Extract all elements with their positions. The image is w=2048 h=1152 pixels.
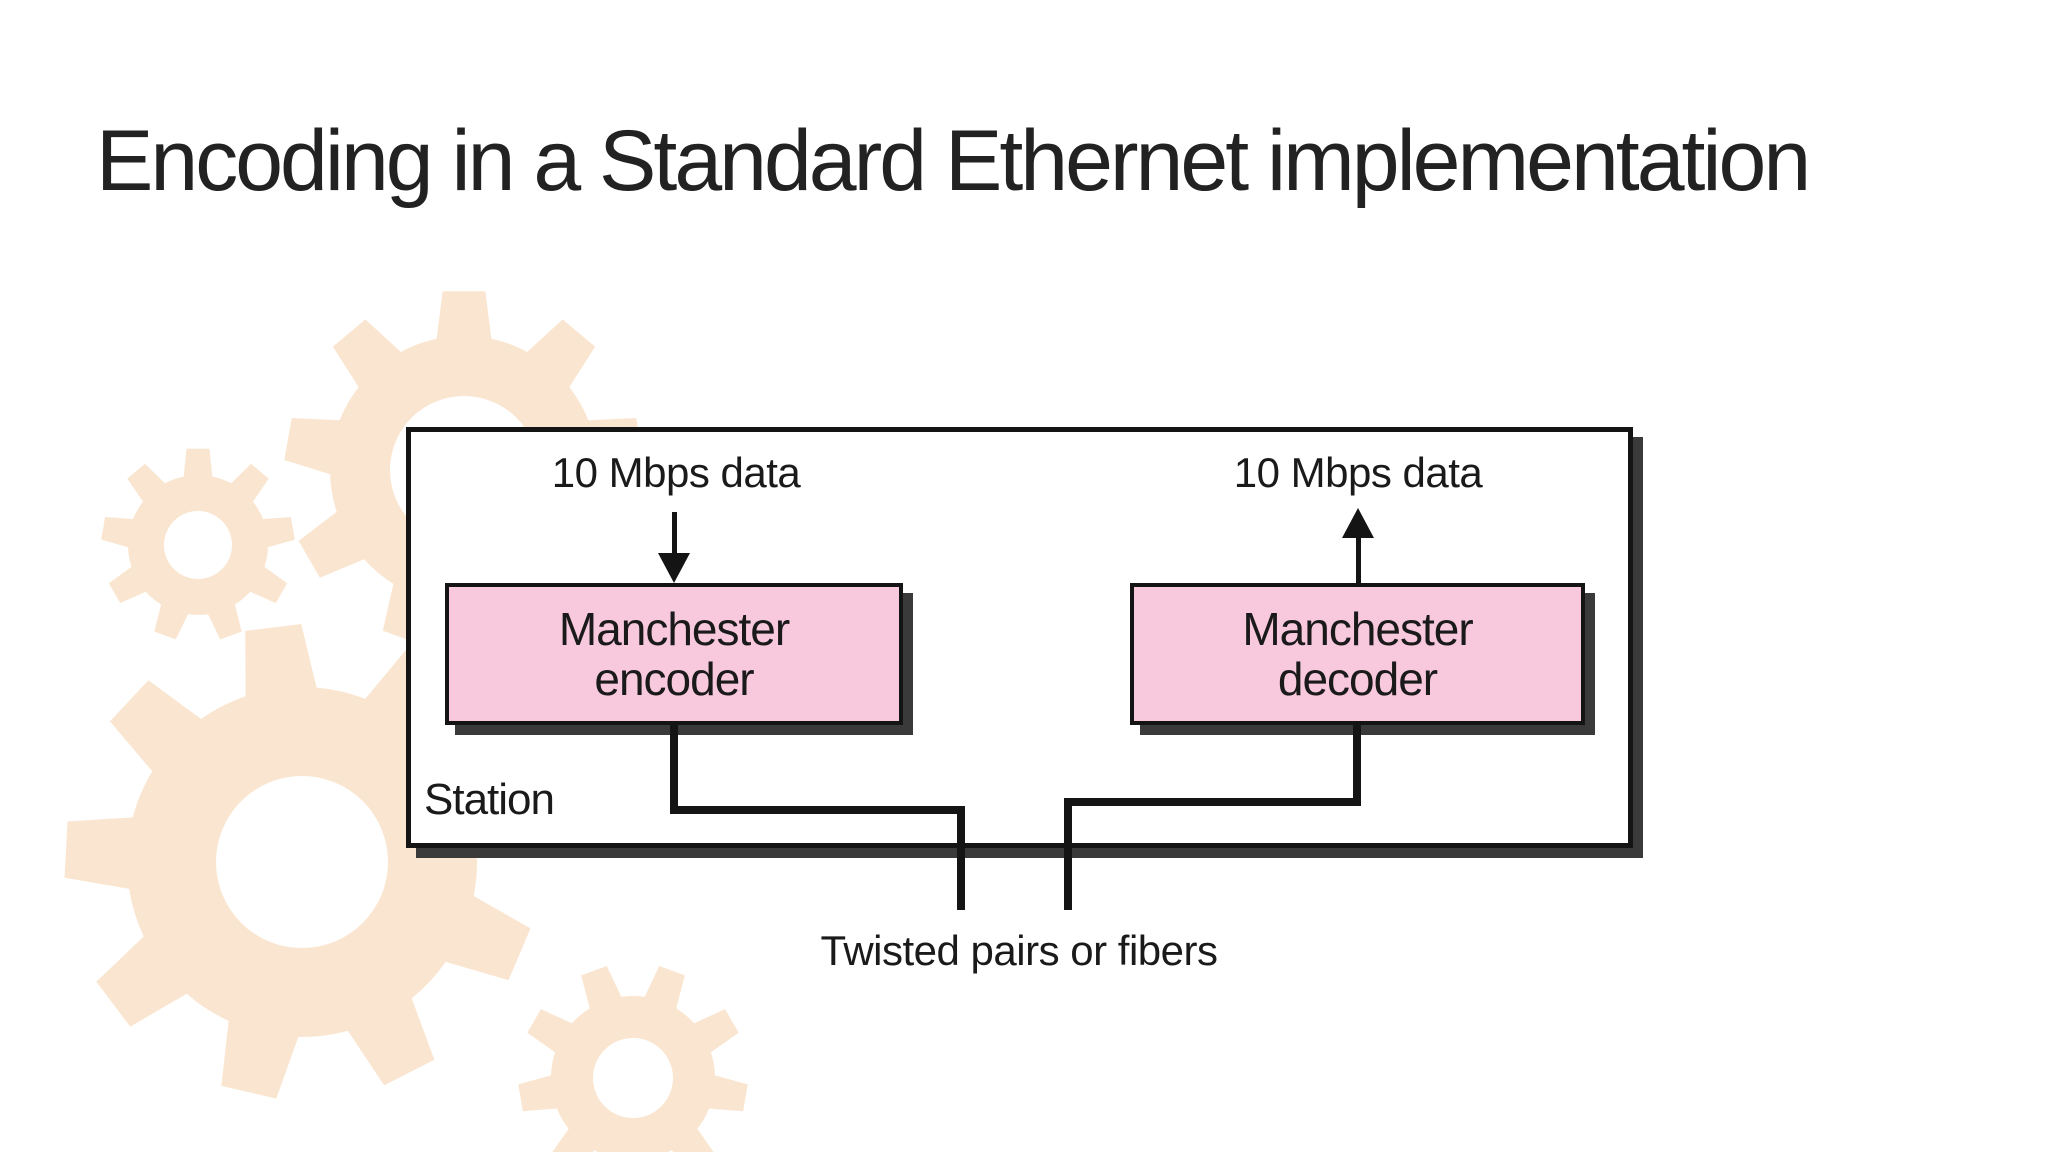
encoder-cable-line-vertical bbox=[670, 725, 678, 814]
manchester-decoder-box: Manchester decoder bbox=[1130, 583, 1585, 725]
decoder-cable-line-vertical bbox=[1353, 725, 1361, 806]
decoder-label-line1: Manchester bbox=[1242, 603, 1473, 655]
gear-icon bbox=[518, 966, 748, 1152]
manchester-encoder-box: Manchester encoder bbox=[445, 583, 903, 725]
slide-title: Encoding in a Standard Ethernet implemen… bbox=[96, 113, 1811, 209]
up-arrow-head-icon bbox=[1342, 508, 1374, 538]
down-arrow-icon bbox=[672, 512, 677, 558]
encoder-cable-line-drop bbox=[957, 806, 965, 910]
encoder-input-label: 10 Mbps data bbox=[551, 449, 801, 496]
decoder-cable-line-horizontal bbox=[1064, 798, 1361, 806]
cable-label: Twisted pairs or fibers bbox=[820, 927, 1218, 974]
up-arrow-icon bbox=[1356, 536, 1361, 585]
decoder-cable-line-drop bbox=[1064, 798, 1072, 910]
decoder-label-line2: decoder bbox=[1277, 653, 1438, 705]
station-label: Station bbox=[424, 775, 555, 824]
decoder-output-label: 10 Mbps data bbox=[1233, 449, 1483, 496]
encoder-cable-line-horizontal bbox=[670, 806, 965, 814]
gear-icon bbox=[101, 448, 295, 640]
encoder-label-line2: encoder bbox=[594, 653, 754, 705]
encoder-label-line1: Manchester bbox=[558, 603, 790, 655]
down-arrow-head-icon bbox=[658, 553, 690, 583]
